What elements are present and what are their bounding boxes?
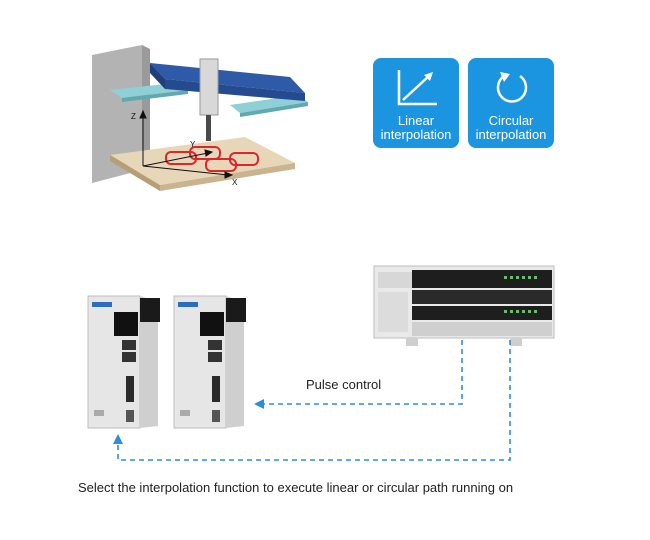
feedback-line [117,340,511,461]
base-table [110,137,295,185]
bottom-caption: Select the interpolation function to exe… [78,480,514,495]
linear-badge-line2: interpolation [380,127,452,142]
axis-z-label: Z [131,112,136,121]
pulse-arrowhead [254,399,264,409]
gantry-machine-illustration: Z Y X [92,45,308,191]
circular-interpolation-badge: Circular interpolation [468,58,554,148]
linear-badge-line1: Linear [397,113,435,128]
circular-badge-line1: Circular [488,113,534,128]
feedback-arrowhead [113,434,123,444]
axis-y-label: Y [190,140,196,149]
circular-arrow-icon [496,72,528,103]
gantry-beam [150,63,305,93]
interpolation-path [165,146,259,172]
plc-controller [373,265,555,346]
linear-graph-icon [397,70,437,106]
axis-x-label: X [232,178,238,187]
pulse-control-label: Pulse control [306,377,382,392]
pulse-control-line [264,340,463,405]
servo-drive-left [87,295,160,429]
linear-interpolation-badge: Linear interpolation [373,58,459,148]
circular-badge-line2: interpolation [475,127,547,142]
back-wall [92,45,142,183]
servo-drive-right [173,295,246,429]
